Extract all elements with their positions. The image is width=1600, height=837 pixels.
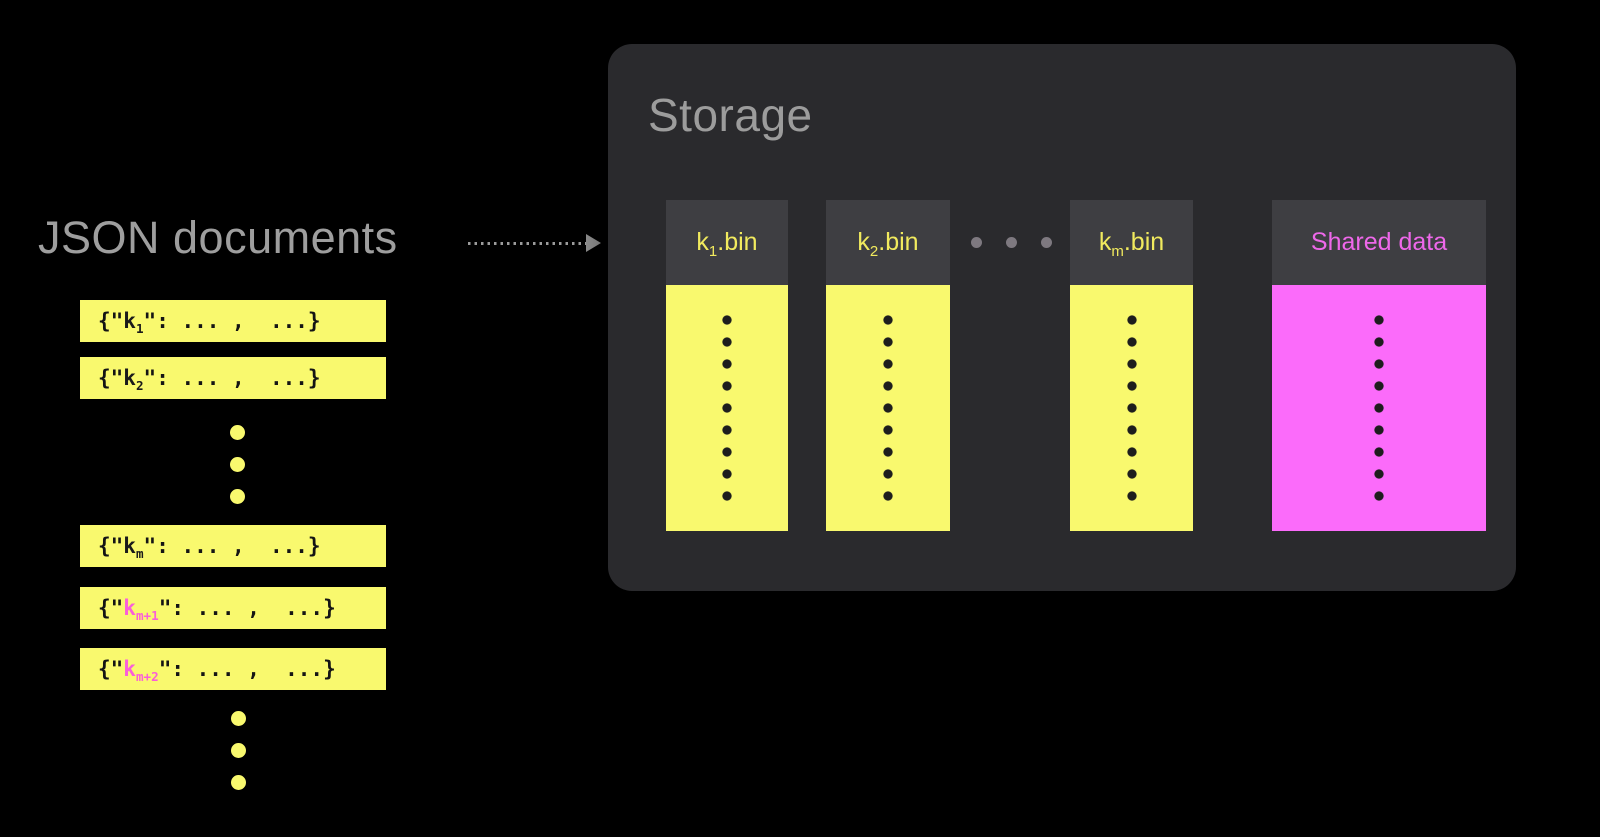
bin-body [666, 285, 788, 531]
doc-key: k2 [123, 366, 144, 394]
doc-text-suffix: ": ... , ...} [143, 534, 321, 558]
json-documents-label: JSON documents [38, 212, 398, 263]
json-document-row: {"k2": ... , ...} [80, 357, 386, 399]
doc-text-suffix: ": ... , ...} [143, 309, 321, 333]
bin-ellipsis [1374, 309, 1384, 507]
doc-text-prefix: {" [98, 596, 124, 620]
doc-key: km [123, 534, 144, 562]
ellipsis-dot [1006, 237, 1017, 248]
storage-bin-km: km.bin [1070, 200, 1193, 531]
doc-key: km+2 [123, 657, 159, 685]
ellipsis-dot [231, 775, 246, 790]
bin-header: k2.bin [826, 200, 950, 285]
bin-ellipsis [722, 309, 732, 507]
bin-ellipsis [883, 309, 893, 507]
doc-text-prefix: {" [98, 657, 124, 681]
vertical-ellipsis [231, 711, 246, 790]
bin-label: km.bin [1098, 228, 1165, 260]
storage-bin-shared-data: Shared data [1272, 200, 1486, 531]
ellipsis-dot [1041, 237, 1052, 248]
ellipsis-dot [971, 237, 982, 248]
json-document-row: {"k1": ... , ...} [80, 300, 386, 342]
doc-text-prefix: {" [98, 534, 124, 558]
doc-text-suffix: ": ... , ...} [143, 366, 321, 390]
storage-title: Storage [648, 89, 813, 141]
bin-label: k1.bin [696, 228, 758, 260]
doc-key: k1 [123, 309, 144, 337]
doc-text-prefix: {" [98, 309, 124, 333]
ellipsis-dot [231, 711, 246, 726]
doc-key: km+1 [123, 596, 159, 624]
json-document-row: {"km": ... , ...} [80, 525, 386, 567]
ellipsis-dot [231, 743, 246, 758]
doc-text-prefix: {" [98, 366, 124, 390]
bin-label: k2.bin [857, 228, 919, 260]
bin-body [1070, 285, 1193, 531]
arrow-head-icon [586, 234, 601, 252]
json-document-row: {"km+1": ... , ...} [80, 587, 386, 629]
doc-text-suffix: ": ... , ...} [158, 657, 336, 681]
horizontal-ellipsis [971, 237, 1052, 248]
doc-text-suffix: ": ... , ...} [158, 596, 336, 620]
vertical-ellipsis [230, 425, 245, 504]
ellipsis-dot [230, 457, 245, 472]
ellipsis-dot [230, 425, 245, 440]
storage-panel: Storage k1.bin k2.bin km.bin [608, 44, 1516, 591]
ellipsis-dot [230, 489, 245, 504]
bin-body [1272, 285, 1486, 531]
bin-ellipsis [1126, 309, 1137, 507]
bin-header: Shared data [1272, 200, 1486, 285]
json-document-row: {"km+2": ... , ...} [80, 648, 386, 690]
bin-body [826, 285, 950, 531]
storage-bin-k2: k2.bin [826, 200, 950, 531]
json-to-storage-arrow-line [468, 242, 586, 245]
bin-header: k1.bin [666, 200, 788, 285]
storage-bin-k1: k1.bin [666, 200, 788, 531]
bin-label: Shared data [1310, 228, 1448, 256]
bin-header: km.bin [1070, 200, 1193, 285]
